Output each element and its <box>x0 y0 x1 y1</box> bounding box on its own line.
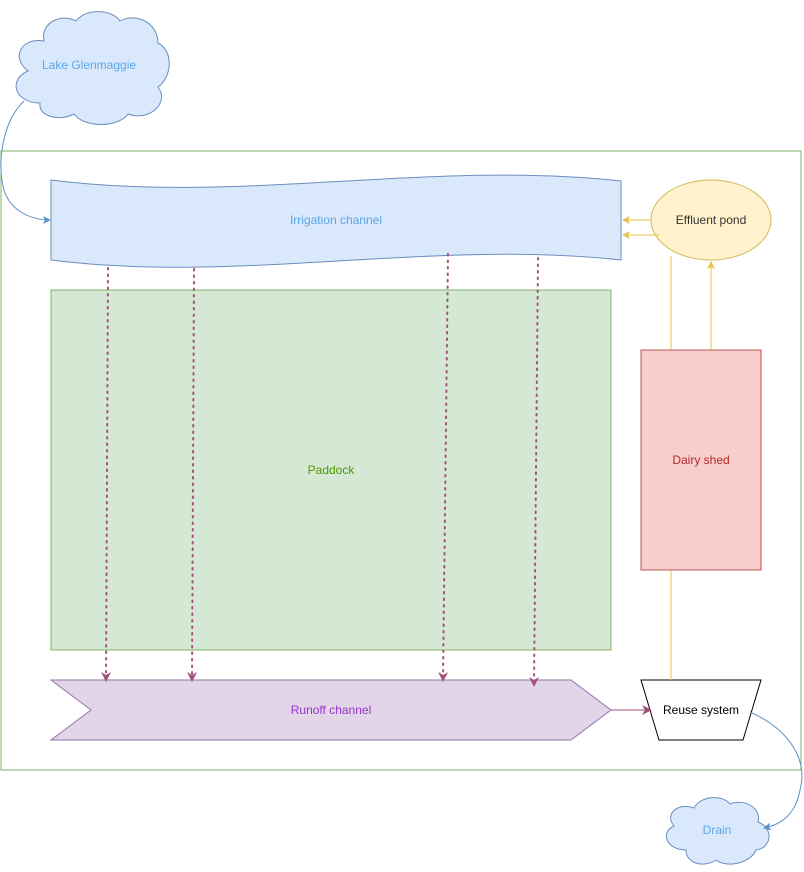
reuse-to-drain-arrow <box>749 711 803 831</box>
farm-boundary <box>0 150 802 771</box>
lake-glenmaggie-node: Lake Glenmaggie <box>15 11 170 125</box>
lake-to-irrigation-arrow <box>0 100 51 224</box>
lake-label: Lake Glenmaggie <box>42 58 136 72</box>
drain-node: Drain <box>665 797 770 865</box>
dairy-label: Dairy shed <box>672 453 729 467</box>
reuse-system-shape <box>640 679 762 741</box>
runoff-label: Runoff channel <box>291 703 372 717</box>
irrigation-channel-node: Irrigation channel <box>50 174 622 268</box>
paddock-node: Paddock <box>50 289 612 651</box>
drain-label: Drain <box>703 823 732 837</box>
paddock-shape <box>50 289 612 651</box>
effluent-pond-node: Effluent pond <box>650 179 772 261</box>
lake-cloud-shape <box>15 11 170 125</box>
dairy-shed-shape <box>640 349 762 571</box>
irrigation-channel-shape <box>50 174 622 268</box>
seepage-arrow-4 <box>529 257 540 687</box>
irrigation-label: Irrigation channel <box>290 213 382 227</box>
runoff-channel-node: Runoff channel <box>49 679 612 741</box>
paddock-label: Paddock <box>308 463 356 477</box>
dairy-shed-node: Dairy shed <box>640 349 762 571</box>
effluent-label: Effluent pond <box>676 213 747 227</box>
runoff-channel-shape <box>49 679 612 741</box>
reuse-label: Reuse system <box>663 703 739 717</box>
reuse-system-node: Reuse system <box>640 679 762 741</box>
seepage-arrow-3 <box>438 253 449 682</box>
drain-cloud-shape <box>665 797 770 865</box>
